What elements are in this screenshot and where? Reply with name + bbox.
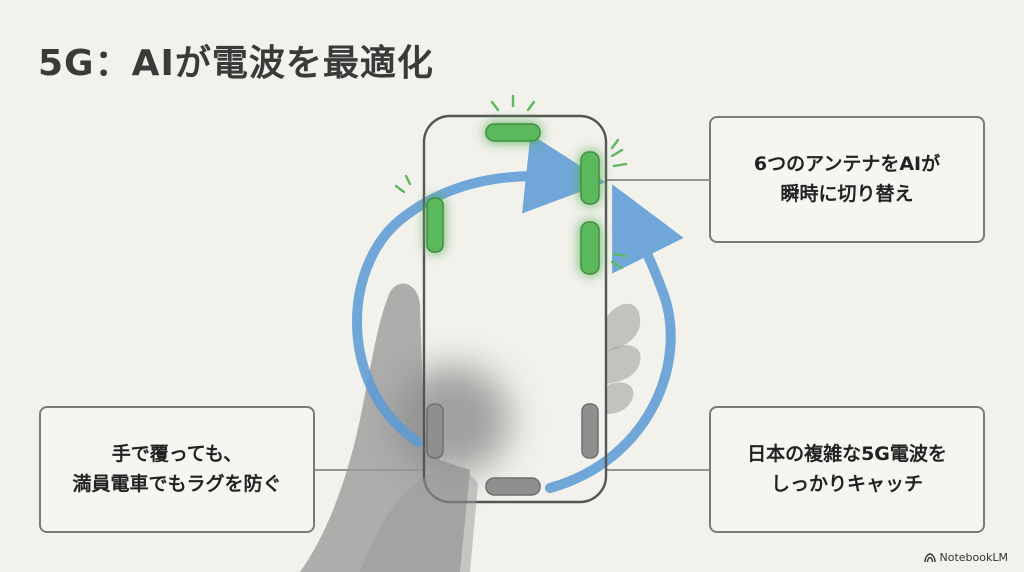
notebooklm-logo-icon: [923, 552, 936, 562]
antenna-right-middle: [580, 221, 600, 275]
callout-line: 手で覆っても、: [111, 443, 243, 466]
callout-lag-prevention: 手で覆っても、 満員電車でもラグを防ぐ: [39, 406, 315, 533]
antenna-right-upper: [580, 151, 600, 205]
antenna-bottom: [485, 477, 541, 496]
antenna-left-lower: [426, 403, 444, 459]
antenna-left-upper: [426, 197, 444, 253]
brand-name: NotebookLM: [939, 551, 1008, 564]
callout-antenna-switching: 6つのアンテナをAIが 瞬時に切り替え: [709, 116, 985, 243]
arrow-left-arc: [352, 133, 606, 447]
phone-outline: [422, 114, 608, 504]
page-title: 5G：AIが電波を最適化: [38, 43, 434, 84]
callout-line: 日本の複雑な5G電波を: [747, 443, 947, 466]
thumb-overlay: [360, 469, 478, 572]
arrow-right-arc: [545, 184, 684, 493]
signal-ticks: [394, 94, 628, 270]
brand-watermark: NotebookLM: [923, 551, 1008, 564]
antenna-top: [485, 123, 541, 142]
callout-5g-reception: 日本の複雑な5G電波を しっかりキャッチ: [709, 406, 985, 533]
callout-line: 満員電車でもラグを防ぐ: [72, 472, 282, 495]
callout-line: 6つのアンテナをAIが: [753, 153, 941, 176]
callout-line: しっかりキャッチ: [770, 472, 923, 495]
antenna-right-lower: [581, 403, 599, 459]
callout-line: 瞬時に切り替え: [780, 182, 914, 205]
